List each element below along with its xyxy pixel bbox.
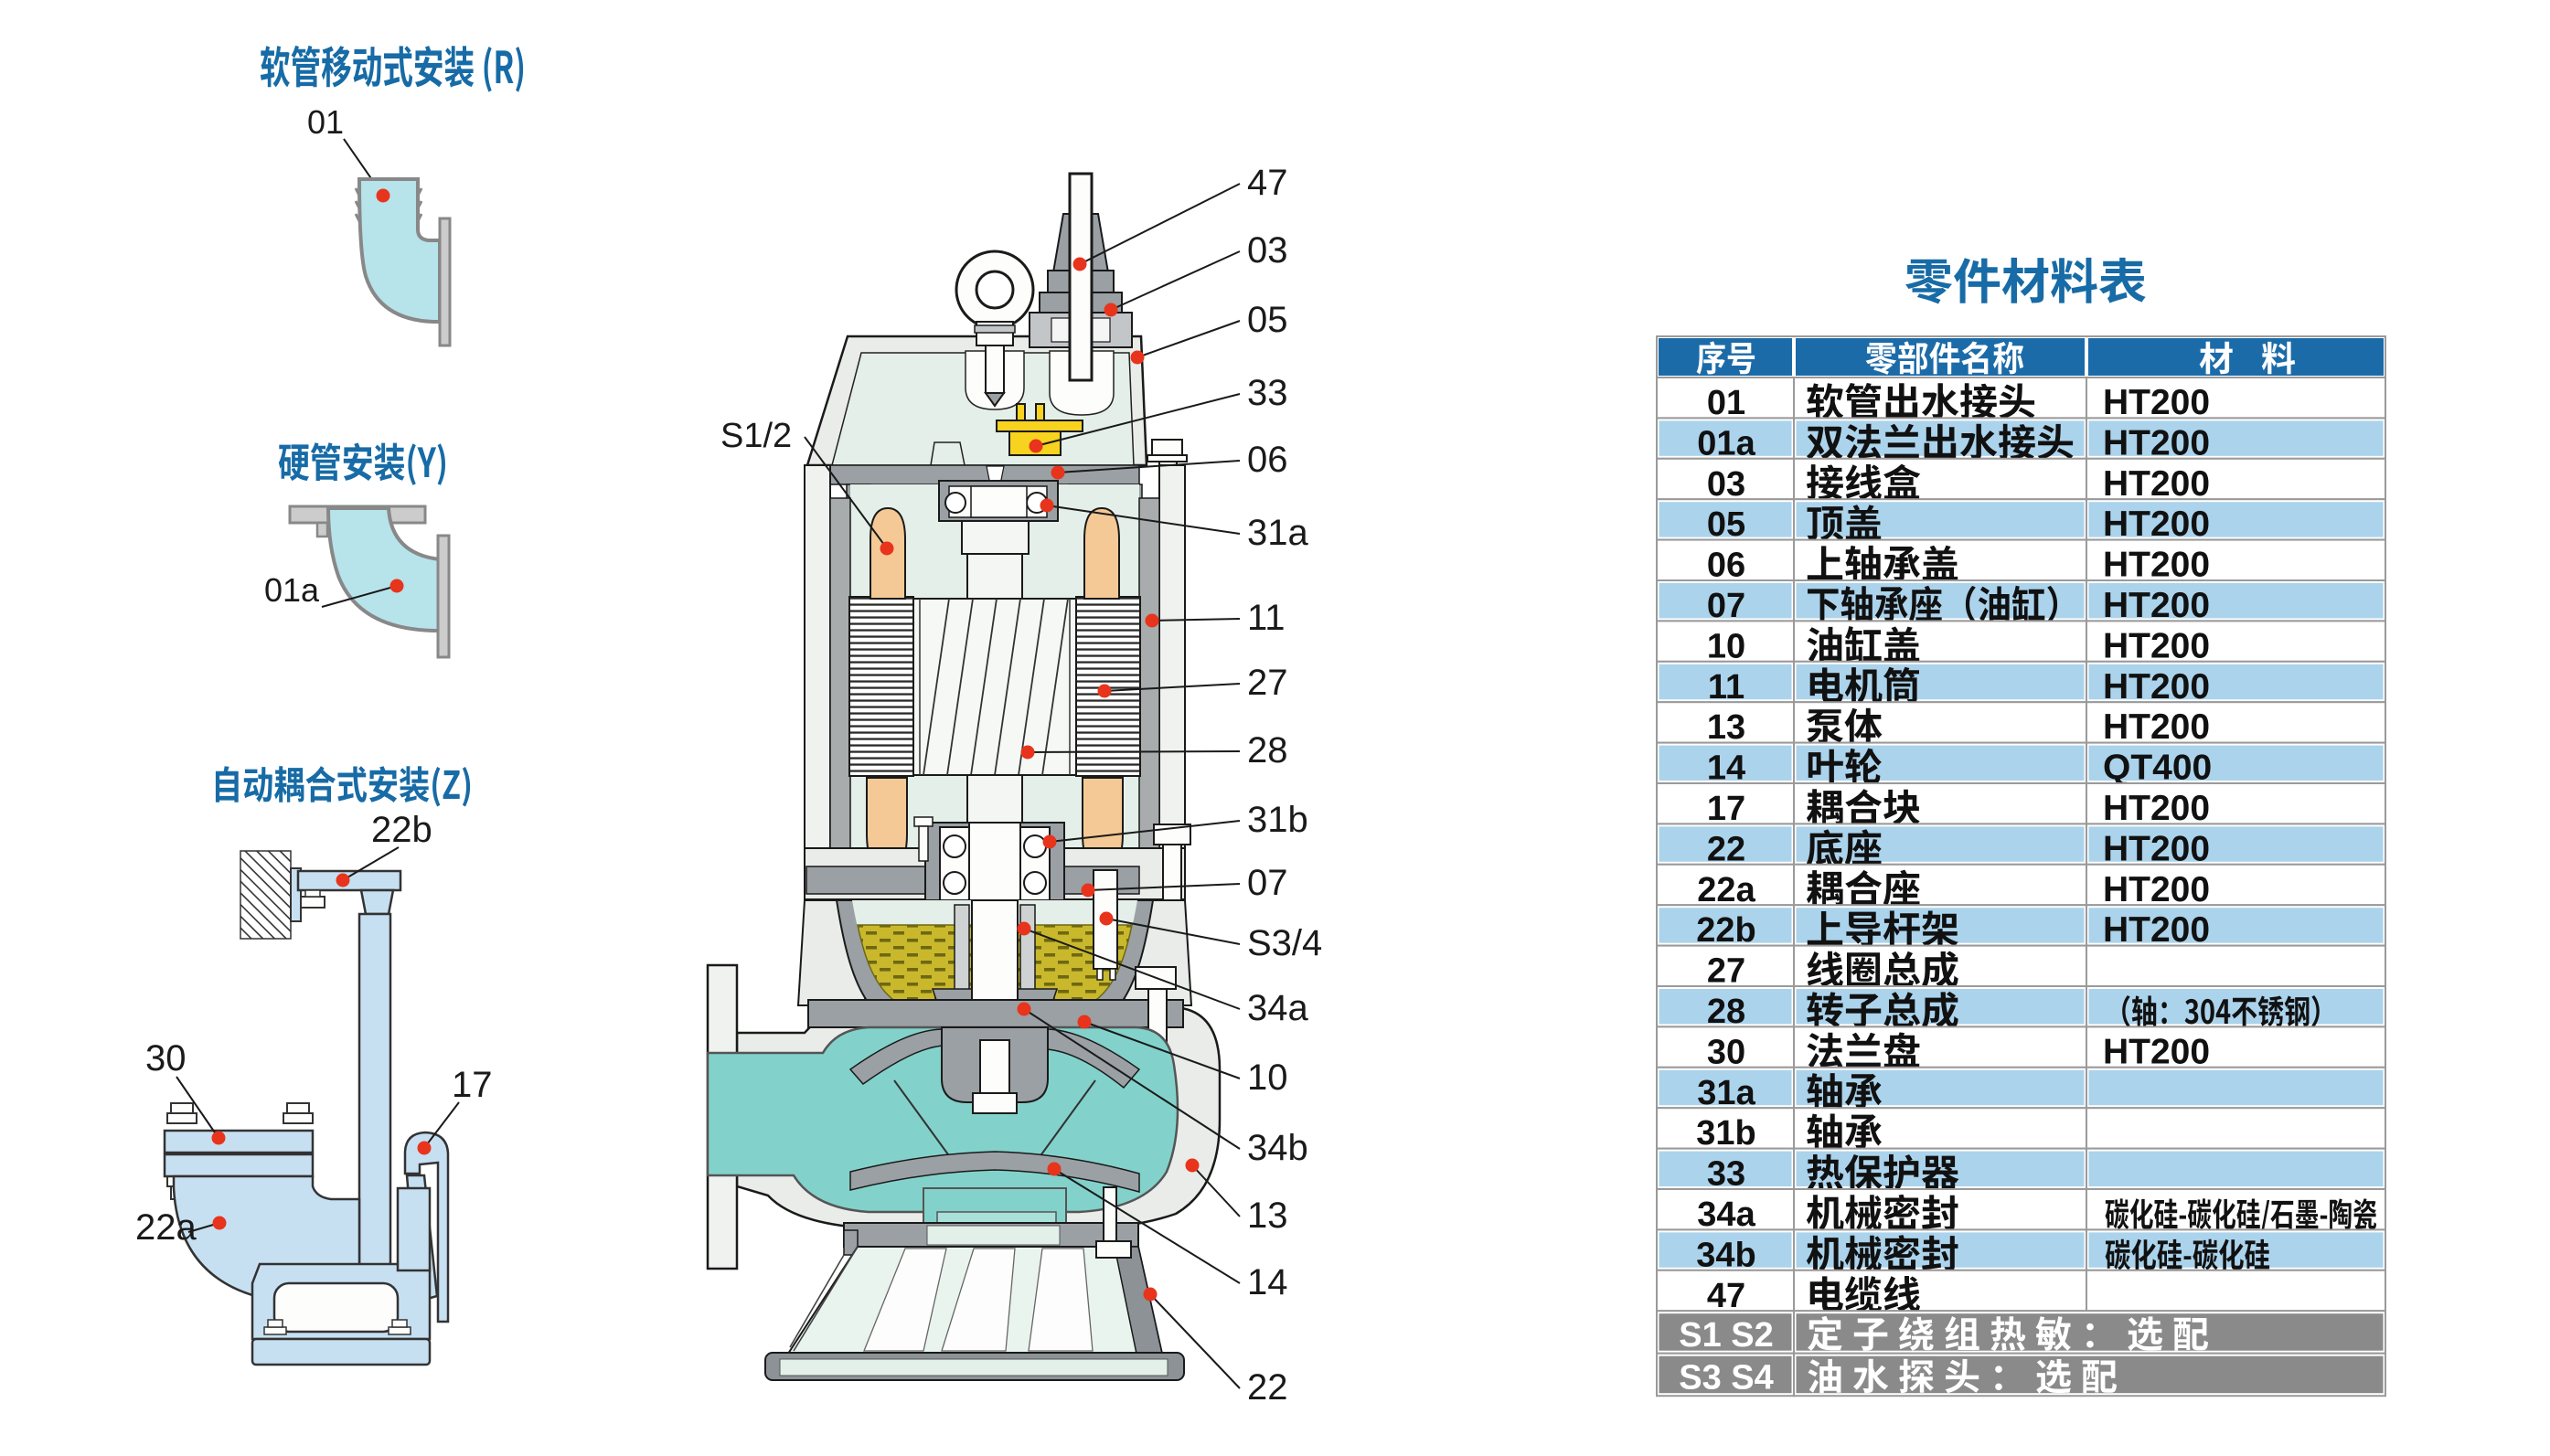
svg-text:10: 10 [1247,1057,1288,1098]
svg-text:S1 S2: S1 S2 [1679,1316,1774,1355]
svg-text:30: 30 [1707,1033,1745,1071]
svg-text:34a: 34a [1247,988,1308,1028]
svg-text:22: 22 [1247,1367,1288,1408]
svg-text:31a: 31a [1697,1074,1755,1112]
svg-text:34a: 34a [1697,1196,1755,1234]
svg-text:22: 22 [1707,830,1745,868]
svg-text:HT200: HT200 [2103,707,2210,747]
svg-text:06: 06 [1247,440,1288,480]
svg-text:HT200: HT200 [2103,505,2210,544]
svg-text:07: 07 [1247,863,1288,903]
svg-text:S3 S4: S3 S4 [1679,1359,1774,1398]
svg-text:S3/4: S3/4 [1247,923,1322,963]
svg-text:34b: 34b [1696,1236,1755,1274]
svg-text:HT200: HT200 [2103,464,2210,504]
svg-text:31a: 31a [1247,513,1308,553]
svg-text:10: 10 [1707,627,1745,665]
svg-text:HT200: HT200 [2103,910,2210,950]
svg-text:17: 17 [1707,790,1745,828]
svg-text:22a: 22a [1697,871,1755,909]
svg-text:31b: 31b [1696,1114,1755,1153]
svg-text:07: 07 [1707,587,1745,625]
svg-text:30: 30 [145,1038,187,1079]
svg-text:13: 13 [1707,708,1745,747]
svg-text:33: 33 [1247,373,1288,413]
svg-text:11: 11 [1247,598,1286,638]
svg-text:HT200: HT200 [2103,626,2210,665]
svg-text:01: 01 [1707,384,1745,422]
svg-text:03: 03 [1247,230,1288,271]
svg-text:47: 47 [1247,163,1288,203]
svg-text:27: 27 [1707,952,1745,991]
svg-text:47: 47 [1707,1277,1745,1315]
svg-text:03: 03 [1707,465,1745,504]
svg-text:05: 05 [1707,505,1745,544]
svg-text:QT400: QT400 [2103,749,2212,788]
svg-text:31b: 31b [1247,800,1308,840]
svg-text:14: 14 [1707,749,1745,788]
svg-text:33: 33 [1707,1155,1745,1194]
svg-text:01a: 01a [1697,424,1755,462]
svg-text:HT200: HT200 [2103,829,2210,868]
svg-text:28: 28 [1707,993,1745,1031]
svg-text:13: 13 [1247,1196,1288,1236]
svg-text:HT200: HT200 [2103,667,2210,707]
svg-text:06: 06 [1707,547,1745,585]
svg-text:17: 17 [452,1065,493,1105]
svg-text:HT200: HT200 [2103,870,2210,909]
svg-text:27: 27 [1247,663,1288,703]
svg-text:HT200: HT200 [2103,586,2210,625]
svg-text:28: 28 [1247,730,1288,771]
svg-text:11: 11 [1708,668,1744,707]
svg-text:HT200: HT200 [2103,423,2210,462]
svg-text:01: 01 [307,103,344,141]
svg-text:22b: 22b [1696,911,1755,950]
svg-text:HT200: HT200 [2103,1032,2210,1071]
svg-text:14: 14 [1247,1262,1288,1302]
svg-text:HT200: HT200 [2103,383,2210,422]
svg-text:22a: 22a [135,1207,197,1248]
svg-text:HT200: HT200 [2103,789,2210,828]
svg-text:HT200: HT200 [2103,546,2210,585]
svg-text:34b: 34b [1247,1128,1308,1168]
svg-text:01a: 01a [264,571,320,609]
svg-text:22b: 22b [371,810,432,850]
svg-text:05: 05 [1247,300,1288,340]
svg-text:S1/2: S1/2 [720,417,792,455]
